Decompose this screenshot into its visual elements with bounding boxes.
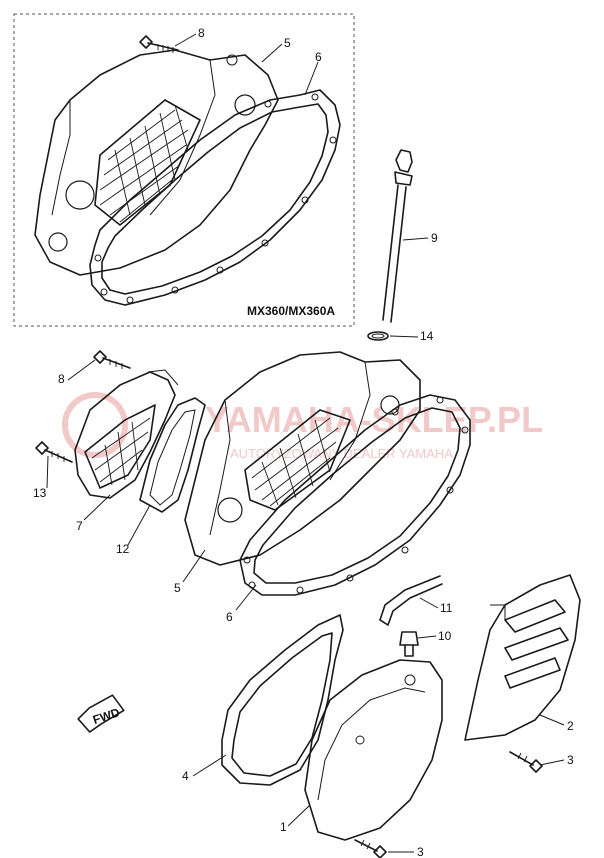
callout-4: 4	[182, 769, 189, 783]
dipstick	[382, 149, 413, 323]
bolt-3b	[354, 839, 387, 858]
callout-6-top: 6	[315, 50, 322, 64]
gasket-top	[89, 89, 341, 306]
crankcase-cover-top	[34, 49, 279, 276]
crankcase-cover-mid	[184, 351, 421, 566]
gasket-mid	[239, 394, 471, 596]
watermark: YAMAHA-SKLEP.PL AUTORYZOWANY DEALER YAMA…	[62, 392, 543, 461]
watermark-text: YAMAHA-SKLEP.PL	[205, 399, 543, 440]
cover-small	[74, 369, 179, 499]
callout-3-a: 3	[567, 753, 574, 767]
callout-5-mid: 5	[174, 581, 181, 595]
fwd-label: FWD	[91, 705, 122, 727]
bolt-top	[139, 35, 179, 53]
callout-13: 13	[33, 486, 47, 500]
callout-11: 11	[440, 601, 453, 615]
callout-8-mid: 8	[58, 372, 65, 386]
fitting	[399, 631, 419, 657]
gasket-small	[139, 397, 206, 513]
gasket-bottom	[221, 614, 344, 786]
variant-label: MX360/MX360A	[247, 304, 335, 318]
callouts: 8 5 6 9 14 8 13 7 12 5 6 11 10 2 3 4 1 3	[33, 26, 574, 858]
callout-10: 10	[438, 629, 452, 643]
callout-12: 12	[116, 542, 130, 556]
callout-6-mid: 6	[226, 610, 233, 624]
callout-5-top: 5	[284, 36, 291, 50]
bolt-3a	[509, 751, 543, 773]
o-ring	[367, 331, 389, 341]
hose	[379, 575, 443, 626]
callout-7: 7	[76, 519, 83, 533]
bolt-mid-8	[93, 350, 131, 369]
fwd-arrow: FWD	[77, 694, 125, 733]
callout-8-top: 8	[198, 26, 205, 40]
callout-2: 2	[567, 719, 574, 733]
cover-bottom	[304, 659, 443, 841]
variant-box	[13, 13, 355, 327]
callout-14: 14	[420, 329, 434, 343]
callout-9: 9	[431, 231, 438, 245]
bolt-13	[35, 441, 73, 463]
watermark-subtext: AUTORYZOWANY DEALER YAMAHA	[230, 446, 453, 461]
leader-lines	[46, 33, 565, 853]
cover-2	[464, 574, 581, 741]
callout-3-b: 3	[417, 845, 424, 858]
callout-1: 1	[280, 820, 287, 834]
